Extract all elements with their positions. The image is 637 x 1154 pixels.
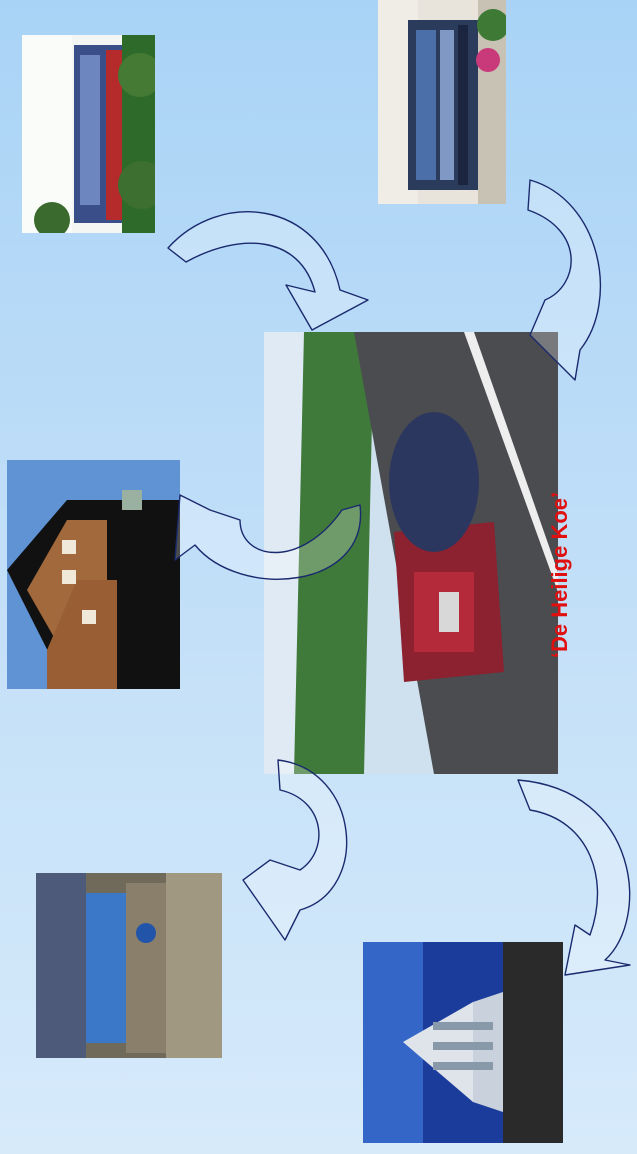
photo-office-building-red [22, 35, 155, 233]
photo-glass-building [363, 942, 563, 1143]
photo-car-dealership [378, 0, 506, 204]
caption-text: ‘De Heilige Koe’ [540, 425, 580, 725]
arrow-bottom-left [243, 760, 347, 940]
photo-shop-interior [36, 873, 222, 1058]
photo-brick-houses [7, 460, 180, 689]
arrow-top-left [168, 212, 368, 330]
photo-car-on-road [264, 332, 558, 774]
